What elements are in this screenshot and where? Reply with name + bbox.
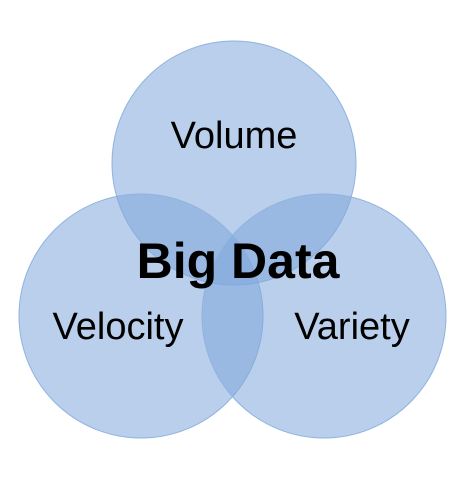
venn-circles [18, 40, 447, 439]
variety-circle [201, 193, 447, 439]
volume-label: Volume [171, 115, 298, 157]
center-label: Big Data [137, 233, 341, 289]
velocity-label: Velocity [53, 306, 184, 348]
variety-label: Variety [294, 306, 409, 348]
